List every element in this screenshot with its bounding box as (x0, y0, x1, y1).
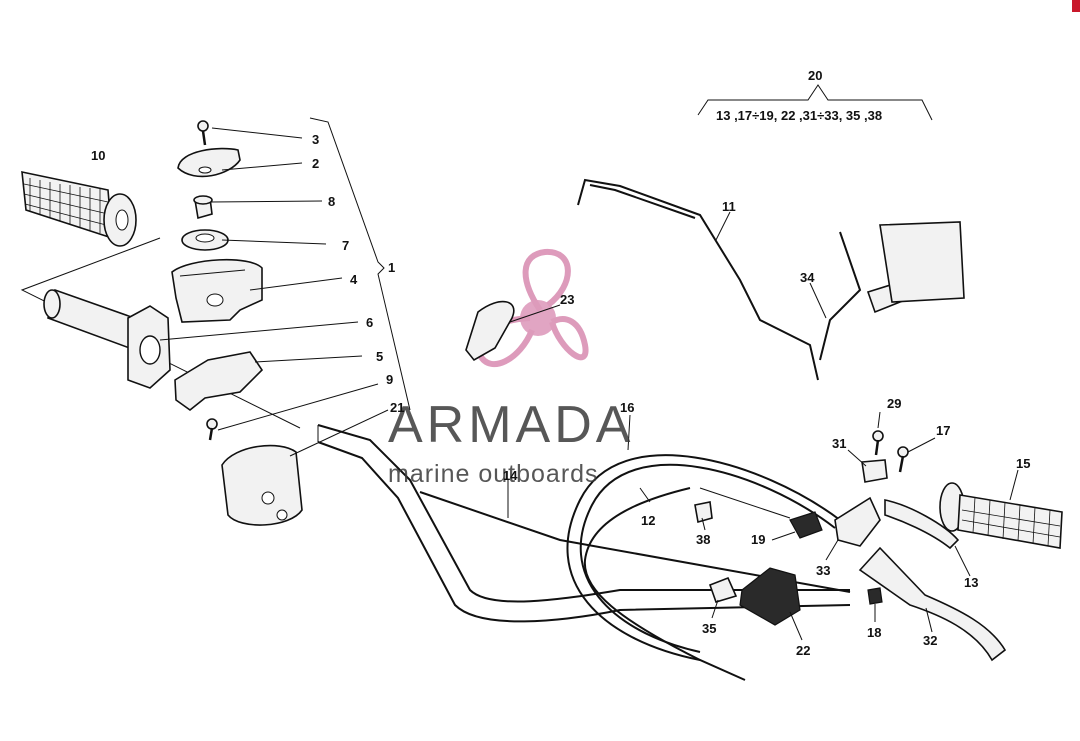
label-11: 11 (722, 199, 736, 214)
label-2: 2 (312, 156, 319, 171)
screw-part-29 (872, 430, 884, 456)
label-18: 18 (867, 625, 881, 640)
label-32: 32 (923, 633, 937, 648)
master-cylinder-part-33 (834, 496, 881, 547)
switch-part-35 (708, 576, 738, 603)
right-grip-part-15 (939, 482, 1063, 549)
clamp-part-23 (465, 300, 515, 362)
label-21: 21 (390, 400, 404, 415)
label-8: 8 (328, 194, 335, 209)
housing-lower-part-5 (174, 351, 264, 412)
label-9: 9 (386, 372, 393, 387)
lever-part-32 (858, 546, 1007, 662)
left-grip-part-10 (21, 170, 137, 247)
right-leaders (507, 211, 1019, 641)
label-12: 12 (641, 513, 655, 528)
group-contents: 13 ,17÷19, 22 ,31÷33, 35 ,38 (716, 108, 882, 123)
throttle-tube-part-6 (43, 288, 171, 389)
switch-block-part-21 (221, 444, 303, 526)
cover-part-2 (177, 147, 241, 178)
label-1: 1 (388, 260, 395, 275)
adjuster-part-19 (789, 511, 823, 539)
left-leaders (159, 117, 411, 457)
screw-part-17 (897, 446, 909, 473)
label-6: 6 (366, 315, 373, 330)
clutch-cable-part-12 (583, 487, 791, 661)
label-19: 19 (751, 532, 765, 547)
pump-part-22 (739, 567, 801, 626)
label-34: 34 (800, 270, 815, 285)
washer-part-7 (181, 229, 229, 251)
label-31: 31 (832, 436, 846, 451)
screw-part-3 (197, 120, 209, 146)
handlebar-part-14 (317, 424, 851, 623)
label-29: 29 (887, 396, 901, 411)
bushing-part-8 (193, 195, 213, 220)
mirror-icon (879, 221, 965, 303)
label-35: 35 (702, 621, 716, 636)
label-14: 14 (503, 468, 518, 483)
bracket-part-31 (861, 459, 888, 483)
corner-mark (1072, 0, 1080, 12)
nut-part-18 (867, 587, 883, 605)
label-33: 33 (816, 563, 830, 578)
label-23: 23 (560, 292, 574, 307)
watermark-tagline: marine outboards (388, 460, 599, 488)
label-38: 38 (696, 532, 710, 547)
watermark-brand: ARMADA (388, 396, 634, 454)
cable-part-16 (566, 454, 841, 681)
label-16: 16 (620, 400, 634, 415)
label-7: 7 (342, 238, 349, 253)
throttle-cable-part-11 (577, 178, 819, 381)
label-4: 4 (350, 272, 358, 287)
label-22: 22 (796, 643, 810, 658)
group-bracket (697, 84, 933, 121)
screw-part-9 (206, 418, 218, 441)
housing-upper-part-4 (171, 258, 263, 323)
group-number: 20 (808, 68, 822, 83)
label-17: 17 (936, 423, 950, 438)
label-15: 15 (1016, 456, 1030, 471)
label-10: 10 (91, 148, 105, 163)
lever-part-13 (884, 499, 960, 550)
label-13: 13 (964, 575, 978, 590)
nut-part-38 (694, 501, 713, 524)
label-3: 3 (312, 132, 319, 147)
label-5: 5 (376, 349, 383, 364)
